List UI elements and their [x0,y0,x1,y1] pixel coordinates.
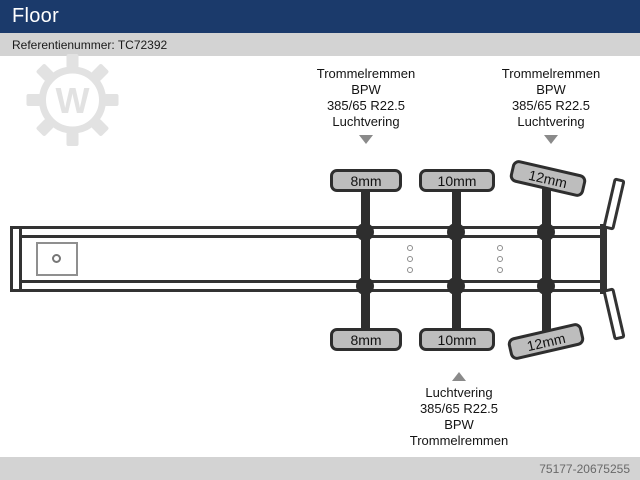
axle-bar [542,186,551,334]
axle-bar [361,188,370,332]
footer-bar: 75177-20675255 [0,457,640,480]
arrow-down-icon [359,135,373,144]
annotation-line: Luchtvering [425,385,493,400]
annotation-top-right: Trommelremmen BPW 385/65 R22.5 Luchtveri… [461,66,640,130]
annotation-line: 385/65 R22.5 [419,401,499,416]
annotation-line: BPW [351,82,381,97]
wheel [537,277,555,295]
rivet-dots [407,245,413,273]
chassis-rail-top [12,226,606,238]
axle-bar [452,188,461,332]
header-bar: Floor [0,0,640,33]
rear-bracket-bottom [602,287,626,341]
chassis-rail-bottom [12,280,606,292]
annotation-line: 385/65 R22.5 [326,98,406,113]
annotation-bottom: Luchtvering 385/65 R22.5 BPW Trommelremm… [369,385,549,449]
rear-bracket-top [602,177,626,231]
rivet-dot [497,267,503,273]
reference-bar: Referentienummer: TC72392 [0,33,640,56]
rivet-dot [407,267,413,273]
arrow-down-icon [544,135,558,144]
chassis-rear-plate [600,224,607,294]
rivet-dot [407,245,413,251]
arrow-up-icon [452,372,466,381]
annotation-line: BPW [444,417,474,432]
wheel [356,223,374,241]
axle-thickness-label: 10mm [419,328,495,351]
chassis-front-cap [10,226,22,292]
wheel [356,277,374,295]
annotation-line: Trommelremmen [501,66,601,81]
annotation-line: Luchtvering [517,114,585,129]
rivet-dot [497,256,503,262]
annotation-line: 385/65 R22.5 [511,98,591,113]
annotation-line: BPW [536,82,566,97]
axle-thickness-label: 8mm [330,328,402,351]
annotation-line: Trommelremmen [316,66,416,81]
annotation-line: Luchtvering [332,114,400,129]
rivet-dot [407,256,413,262]
watermark-gear-icon: W [26,54,119,146]
svg-text:W: W [56,80,90,121]
page-title: Floor [12,5,60,27]
wheel [447,277,465,295]
annotation-line: Trommelremmen [409,433,509,448]
reference-number: Referentienummer: TC72392 [12,37,168,52]
rivet-dot [497,245,503,251]
wheel [537,223,555,241]
wheel [447,223,465,241]
axle-thickness-label: 10mm [419,169,495,192]
annotation-top-left: Trommelremmen BPW 385/65 R22.5 Luchtveri… [276,66,456,130]
rivet-dots [497,245,503,273]
kingpin [52,254,61,263]
axle-thickness-label: 8mm [330,169,402,192]
listing-id: 75177-20675255 [539,461,630,476]
